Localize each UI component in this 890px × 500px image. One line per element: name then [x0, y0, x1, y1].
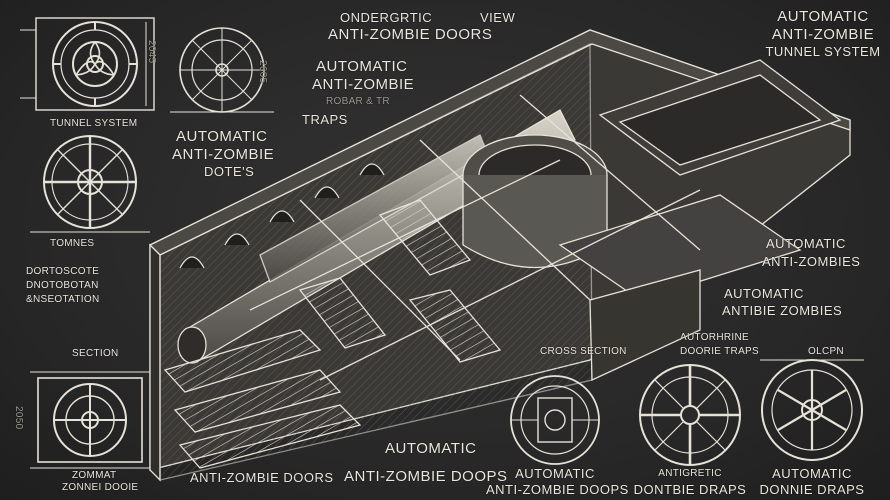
right-automatic: AUTOMATIC	[766, 236, 846, 251]
cross-door-icon	[510, 359, 864, 466]
left-antizombie: ANTI-ZOMBIE	[172, 146, 275, 163]
circle2-line-a: ANTIGRETIC	[658, 468, 722, 479]
right-antizombies: ANTI-ZOMBIES	[762, 254, 861, 269]
tunnel-system-label: TUNNEL SYSTEM	[50, 118, 138, 129]
bottom-doops: ANTI-ZOMBIE DOOPS	[344, 468, 508, 485]
bottom-left-2: ZONNEI DOOIE	[62, 482, 139, 493]
left-dotes: DOTE'S	[204, 164, 255, 179]
right2-zombies: ANTIBIE ZOMBIES	[722, 303, 843, 318]
circle3-line-a: AUTOMATIC	[772, 466, 852, 481]
dim-circle: 2605	[257, 60, 268, 84]
opcpn-label: OLCPN	[808, 346, 844, 357]
vault-door-icon	[170, 27, 274, 113]
circle1-line-b: ANTI-ZOMBIE DOOPS	[486, 482, 629, 497]
header-title-top: ONDERGRTIC	[340, 10, 433, 25]
doorie-traps-label: DOORIE TRAPS	[680, 346, 759, 357]
left-note-2: DNOTOBOTAN	[26, 280, 99, 291]
fan-door-icon	[30, 371, 150, 469]
section-label: SECTION	[72, 348, 119, 359]
crosssection-label: CROSS SECTION	[540, 346, 627, 357]
tr-antizombie: ANTI-ZOMBIE	[771, 26, 875, 43]
biohazard-icon	[20, 17, 155, 111]
bottom-doors: ANTI-ZOMBIE DOORS	[190, 470, 334, 485]
traps-label: TRAPS	[302, 112, 348, 127]
bottom-automatic: AUTOMATIC	[385, 440, 477, 457]
circle3-line-b: DONNIE DRAPS	[759, 482, 865, 497]
header-doors: ANTI-ZOMBIE DOORS	[328, 26, 493, 43]
mid-antizombie: ANTI-ZOMBIE	[312, 76, 415, 93]
mid-automatic: AUTOMATIC	[316, 58, 408, 75]
tr-automatic: AUTOMATIC	[777, 8, 869, 25]
dim-bottom: 2050	[13, 406, 24, 430]
header-view: VIEW	[480, 10, 516, 25]
tunnel-complex-drawing	[148, 29, 851, 482]
right2-automatic: AUTOMATIC	[724, 286, 804, 301]
left-note-3: &NSEOTATION	[26, 294, 100, 305]
mid-sub: ROBAR & TR	[326, 96, 390, 107]
autorhine-label: AUTORHRINE	[680, 332, 749, 343]
left-automatic: AUTOMATIC	[176, 128, 268, 145]
tr-tunnel-system: TUNNEL SYSTEM	[765, 44, 881, 59]
dim-left: 2045	[146, 40, 157, 64]
circle1-line-a: AUTOMATIC	[515, 466, 595, 481]
left-note-1: DORTOSCOTE	[26, 266, 100, 277]
tomnes-label: TOMNES	[50, 238, 95, 249]
bottom-left-1: ZOMMAT	[72, 470, 117, 481]
circle2-line-b: DONTBIE DRAPS	[633, 482, 747, 497]
wheel-door-icon	[30, 135, 150, 233]
